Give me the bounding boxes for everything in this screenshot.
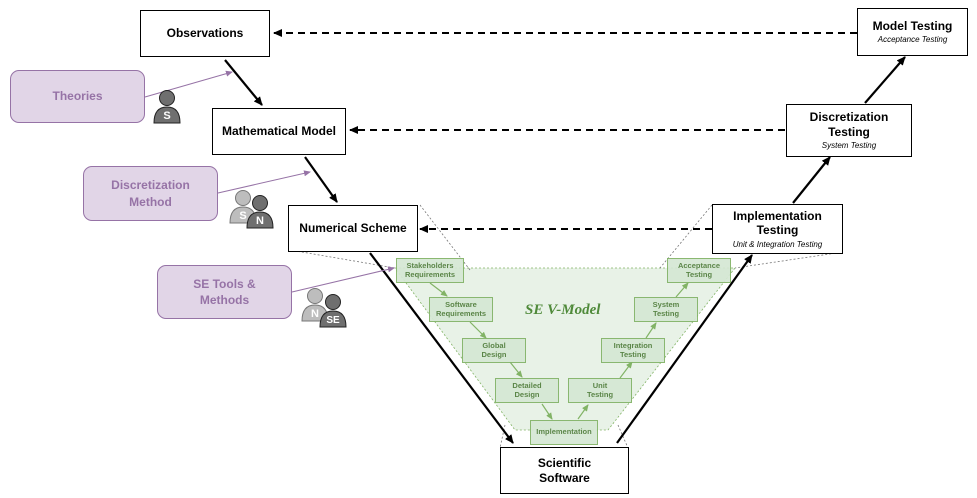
person-letter: SE [326,315,340,326]
scientist-person-icon: S [153,90,181,124]
numerical-scheme-box: Numerical Scheme [288,205,418,252]
scientist-person-icon: S [229,190,257,224]
se-vmodel-title: SE V-Model [525,302,601,318]
discretization-method-label: Discretization Method [111,178,190,209]
se-box-label: Unit Testing [586,380,614,399]
model-testing-subtitle: Acceptance Testing [877,35,948,45]
verification-arrows [273,29,857,233]
se-global-design: Global Design [462,338,526,363]
implementation-testing-box: Implementation Testing Unit & Integratio… [712,204,843,254]
theories-label: Theories [52,89,103,104]
model-testing-box: Model Testing Acceptance Testing [857,8,968,56]
theories-input: Theories [10,70,145,123]
se-tools-methods-label: SE Tools & Methods [193,276,256,307]
se-box-label: Implementation [536,427,592,437]
se-tools-methods-input: SE Tools & Methods [157,265,292,319]
model-testing-title: Model Testing [872,19,953,33]
se-box-label: Integration Testing [613,340,653,359]
se-box-label: Stakeholders Requirements [404,260,455,279]
scientific-software-title: Scientific Software [537,456,592,485]
scientific-software-box: Scientific Software [500,447,629,494]
discretization-testing-box: Discretization Testing System Testing [786,104,912,157]
mathematical-model-box: Mathematical Model [212,108,346,155]
se-system-testing: System Testing [634,297,698,322]
numerical-scheme-title: Numerical Scheme [299,221,407,236]
person-letter: N [256,215,264,227]
se-box-label: Software Requirements [435,299,486,318]
mathematical-model-title: Mathematical Model [221,124,337,139]
se-integration-testing: Integration Testing [601,338,665,363]
input-arrows [144,70,395,293]
implementation-testing-subtitle: Unit & Integration Testing [732,239,823,249]
se-box-label: Global Design [481,340,507,359]
se-implementation: Implementation [530,420,598,445]
observations-title: Observations [166,26,244,41]
person-letter: S [163,110,170,122]
se-software-requirements: Software Requirements [429,297,493,322]
numerics-person-icon: N [246,195,274,229]
se-stakeholders-requirements: Stakeholders Requirements [396,258,464,283]
discretization-method-input: Discretization Method [83,166,218,221]
person-letter: N [311,308,319,320]
se-box-label: Acceptance Testing [677,260,721,279]
se-box-label: Detailed Design [512,380,542,399]
se-acceptance-testing: Acceptance Testing [667,258,731,283]
observations-box: Observations [140,10,270,57]
discretization-testing-subtitle: System Testing [821,141,877,151]
se-unit-testing: Unit Testing [568,378,632,403]
se-vmodel-arrows [429,282,689,420]
se-detailed-design: Detailed Design [495,378,559,403]
discretization-testing-title: Discretization Testing [809,110,889,139]
software-engineer-person-icon: SE [319,294,347,328]
se-box-label: System Testing [652,299,680,318]
development-arrows [224,56,906,444]
implementation-testing-title: Implementation Testing [733,208,822,238]
person-letter: S [239,210,246,222]
